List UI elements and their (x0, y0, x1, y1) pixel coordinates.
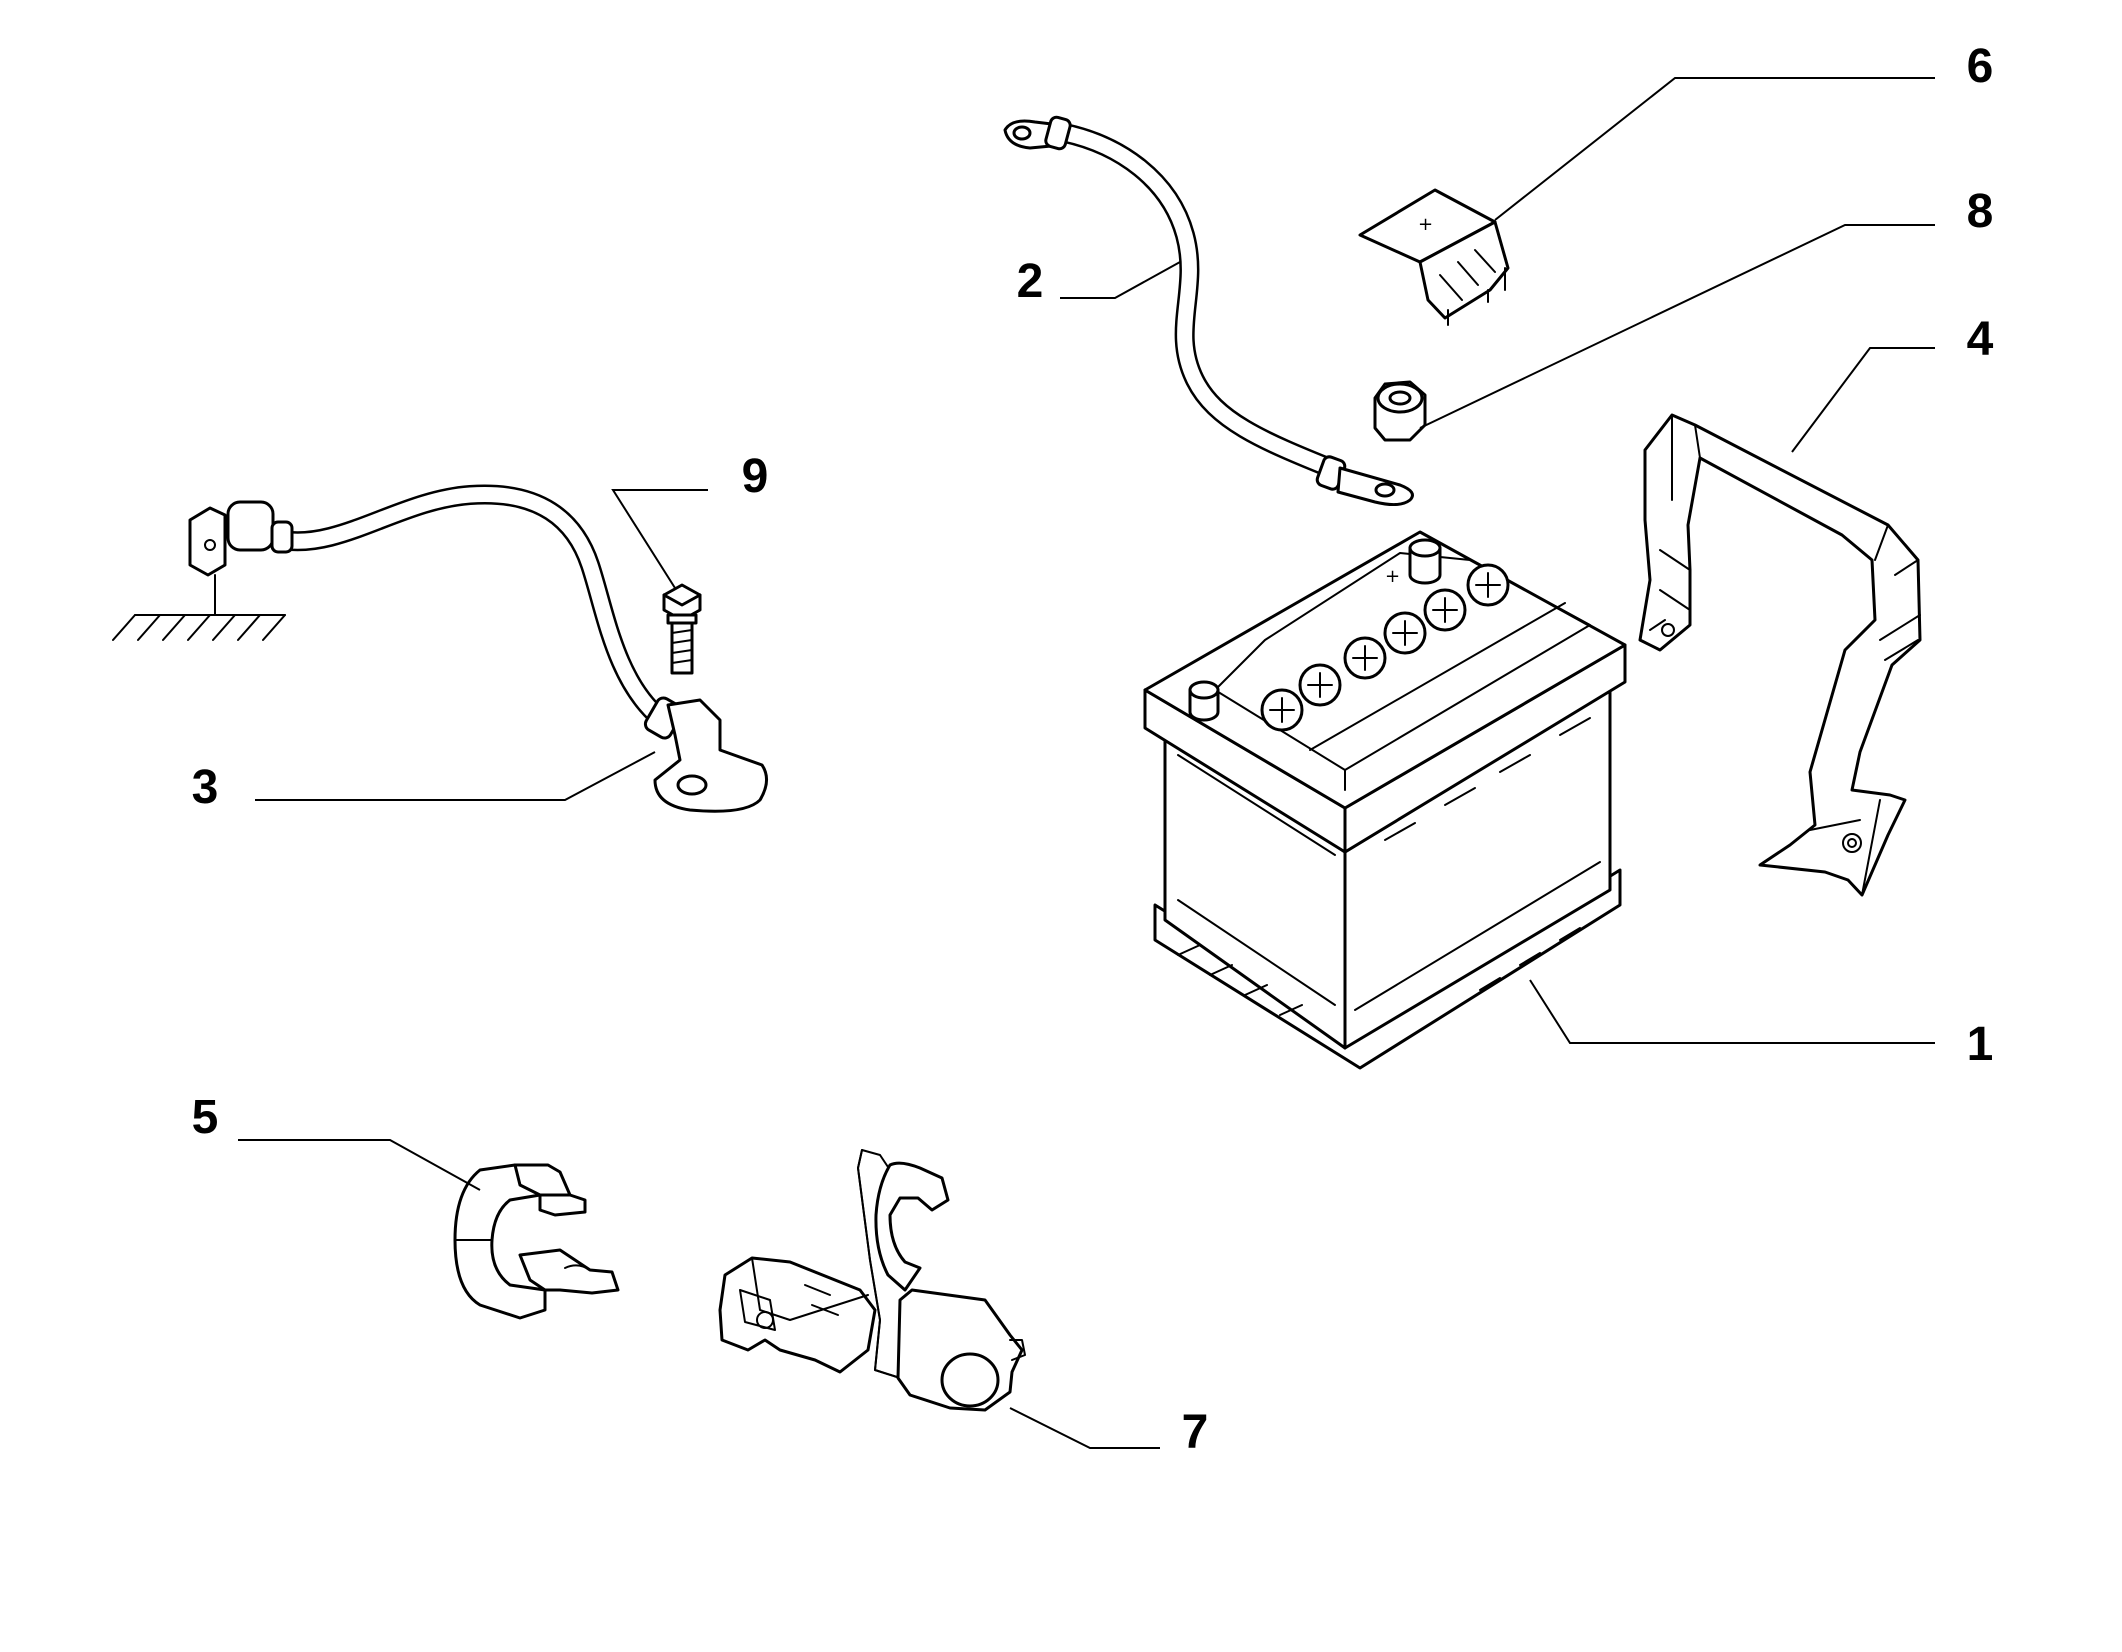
battery: + (1143, 530, 1627, 1070)
callout-numbers: 1 2 3 4 5 6 7 8 9 (192, 40, 1994, 1459)
callout-4: 4 (1967, 313, 1994, 366)
callout-3: 3 (192, 761, 219, 814)
ground-symbol (112, 614, 286, 641)
callout-5: 5 (192, 1091, 219, 1144)
leader-3 (255, 751, 656, 801)
battery-terminal-posts (1188, 538, 1442, 722)
leader-9 (611, 489, 708, 589)
callout-1: 1 (1967, 1018, 1994, 1071)
leader-4 (1791, 347, 1935, 453)
sensor-module (718, 1149, 1026, 1412)
nut (1373, 380, 1427, 442)
callout-8: 8 (1967, 185, 1994, 238)
leader-lines (238, 77, 1935, 1449)
leader-6 (1494, 77, 1935, 221)
leader-5 (238, 1139, 481, 1191)
leader-7 (1009, 1407, 1160, 1449)
terminal-cover-plus-mark: + (1418, 214, 1433, 235)
bolt (662, 583, 702, 675)
battery-plus-mark: + (1385, 566, 1400, 587)
leader-1 (1529, 979, 1935, 1044)
hold-down-bracket (1638, 413, 1922, 897)
ground-cable (112, 484, 768, 813)
callout-2: 2 (1017, 255, 1044, 308)
callout-6: 6 (1967, 40, 1994, 93)
leader-2 (1060, 261, 1181, 299)
leader-8 (1419, 224, 1935, 429)
cable-clip (453, 1163, 620, 1320)
positive-cable (1003, 115, 1414, 507)
vent-caps (1260, 563, 1510, 732)
callout-9: 9 (742, 450, 769, 503)
terminal-cover: + (1358, 188, 1510, 326)
callout-7: 7 (1182, 1406, 1209, 1459)
